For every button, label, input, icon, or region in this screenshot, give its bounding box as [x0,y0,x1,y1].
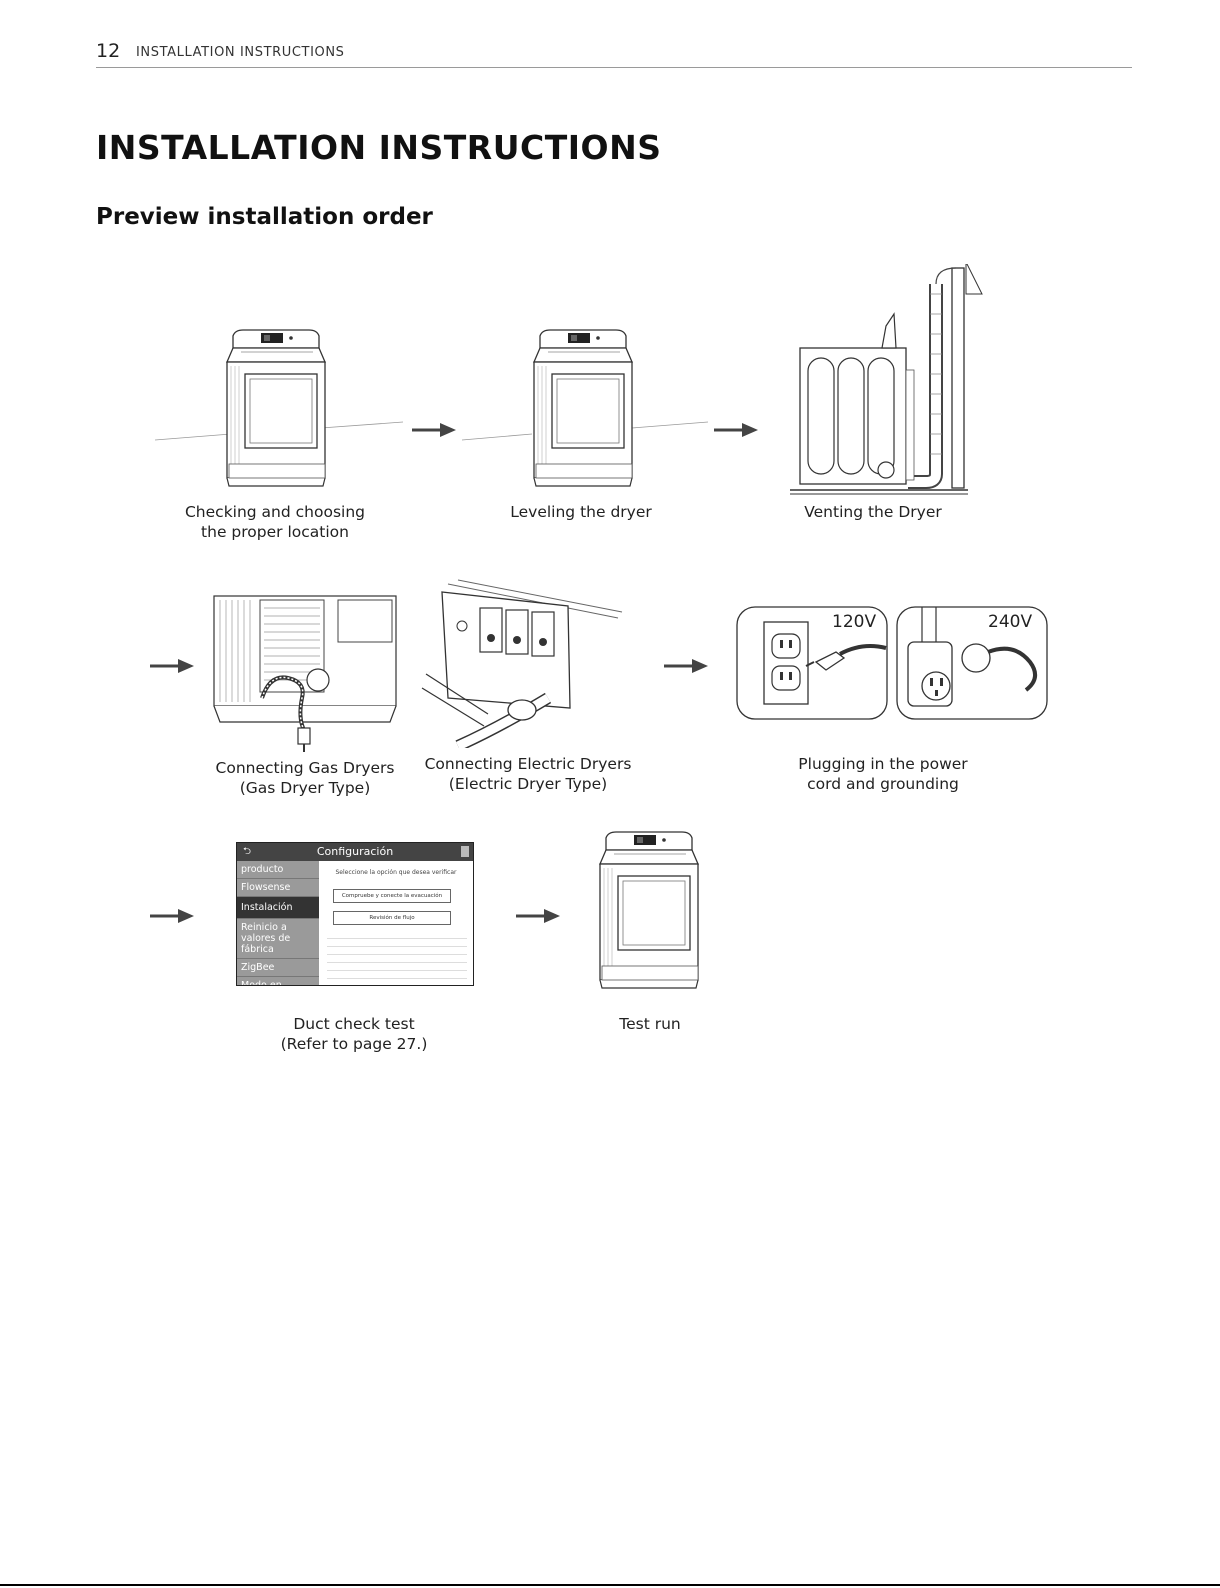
page-bottom-rule [0,1584,1220,1586]
screen-option-button: Revisión de flujo [333,911,451,925]
step-caption: Duct check test(Refer to page 27.) [280,1015,428,1053]
settings-screen-illustration: ⮌ Configuración producto Flowsense Insta… [236,842,474,986]
arrow-icon [150,906,198,926]
screen-prompt: Seleccione la opción que desea verificar [335,869,457,876]
step-caption: Connecting Electric Dryers(Electric Drye… [424,755,632,793]
step-caption: Leveling the dryer [510,503,652,521]
header-rule [96,67,1132,68]
screen-menu-item: Flowsense [237,879,319,897]
back-icon: ⮌ [243,846,252,857]
screen-title: Configuración [316,845,394,858]
screen-menu: producto Flowsense Instalación Reinicio … [237,861,319,985]
arrow-icon [150,656,198,676]
arrow-icon [412,420,460,440]
step-caption: Test run [619,1015,681,1033]
arrow-icon [664,656,712,676]
running-header: INSTALLATION INSTRUCTIONS [136,45,345,60]
voltage-label-120: 120V [832,612,877,632]
dryer-test-run-illustration [592,826,704,990]
gas-connection-illustration [206,594,402,754]
section-subtitle: Preview installation order [96,204,433,230]
screen-menu-item: ZigBee [237,959,319,977]
dryer-leveling-illustration [462,322,712,494]
screen-menu-item: Modo en espera (Stand-By Mode) [241,980,282,986]
outlet-240v-illustration [896,606,1048,720]
voltage-label-240: 240V [988,612,1033,632]
menu-icon [461,846,469,857]
page-title: INSTALLATION INSTRUCTIONS [96,128,662,167]
arrow-icon [516,906,564,926]
screen-menu-item: Reinicio a valores de fábrica [237,919,319,959]
screen-menu-item-selected: Instalación [237,897,319,919]
screen-titlebar: ⮌ Configuración [237,843,473,861]
dryer-location-illustration [155,322,405,494]
screen-option-button: Compruebe y conecte la evacuación [333,889,451,903]
step-caption: Connecting Gas Dryers(Gas Dryer Type) [215,759,395,797]
electric-connection-illustration [418,578,626,748]
step-caption: Venting the Dryer [804,503,942,521]
screen-lines [327,931,467,979]
dryer-venting-illustration [786,264,996,498]
page-number: 12 [96,40,121,62]
outlet-120v-illustration [736,606,888,720]
arrow-icon [714,420,762,440]
screen-menu-item: producto [237,861,319,879]
